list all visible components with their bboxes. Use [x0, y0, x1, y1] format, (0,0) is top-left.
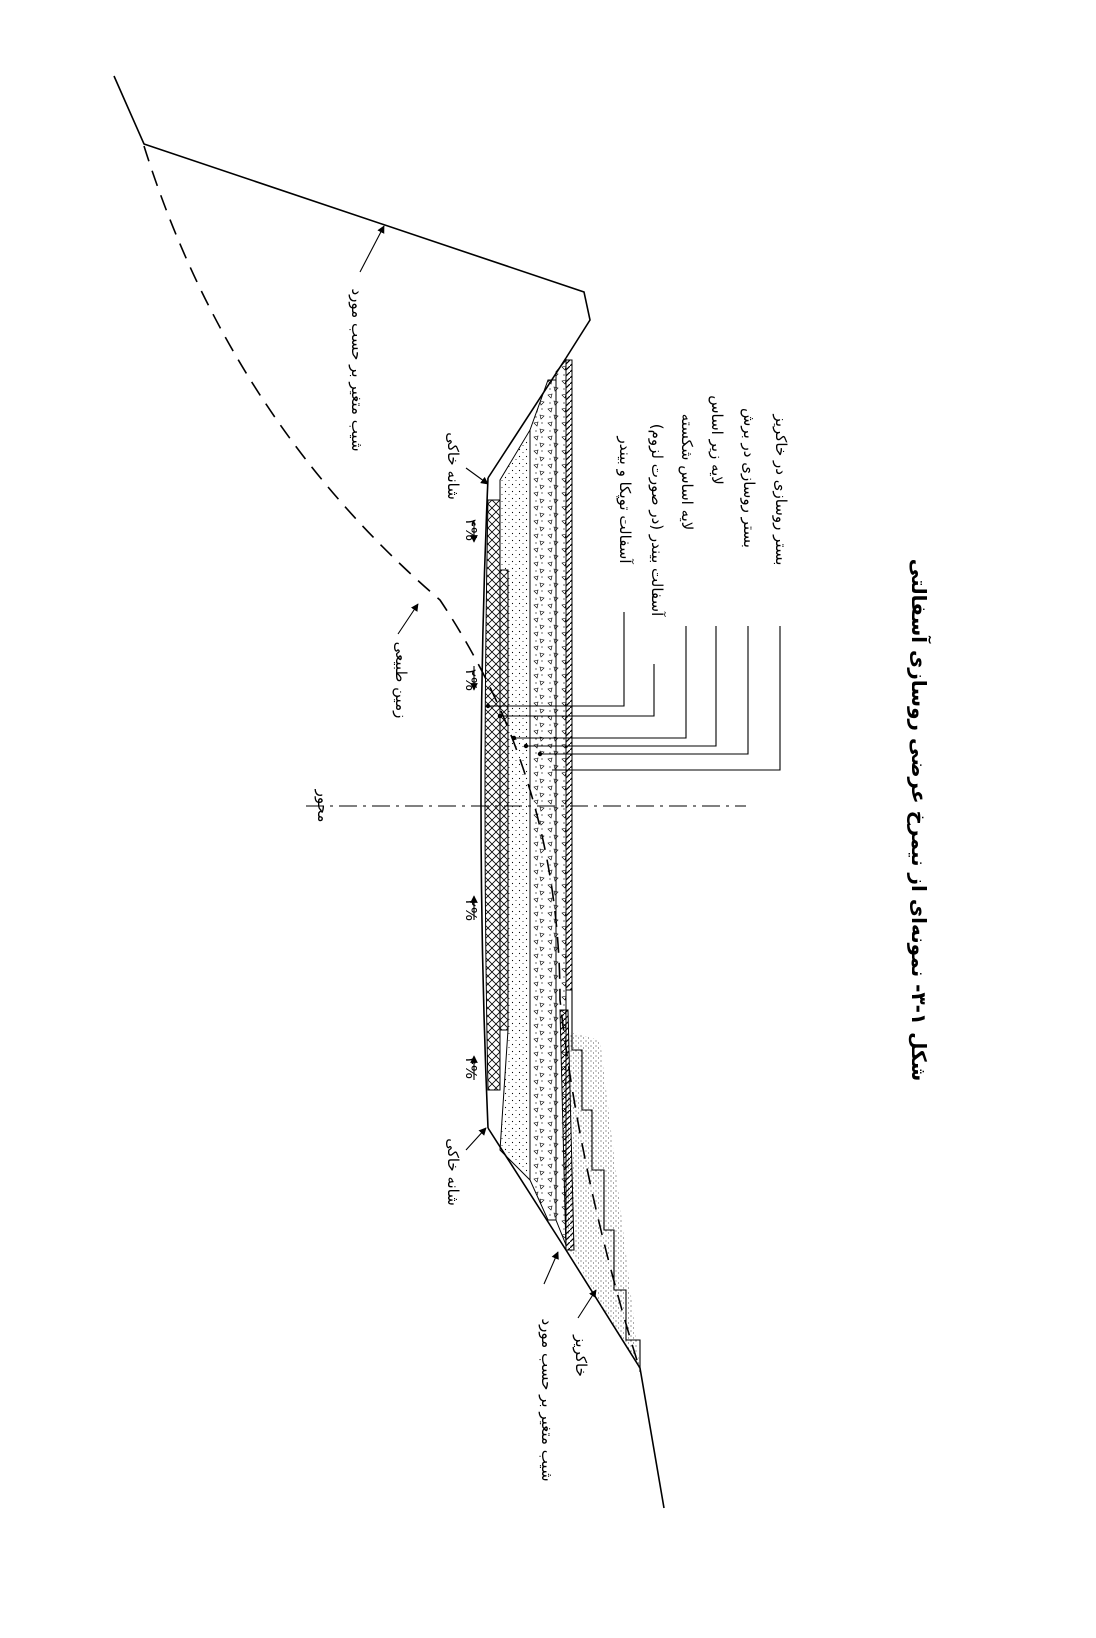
fill-slope — [565, 1249, 665, 1509]
fill-slope-leader — [543, 1251, 559, 1285]
layer-leader-1 — [485, 612, 625, 709]
grade-label-top-lane: ۲% — [462, 669, 480, 691]
grade-label-top-shoulder: ۴% — [462, 519, 480, 541]
layer-leader-5 — [537, 626, 749, 757]
layer-label-2: آسفالت بیندر (در صورت لزوم) — [648, 424, 666, 617]
cut-slope-leader — [359, 225, 385, 273]
subgrade-hatch-fill — [559, 1009, 575, 1251]
grade-label-bottom-lane: ۲% — [462, 899, 480, 921]
layer-label-4: لایه زیر اساس — [708, 395, 726, 485]
shoulder-top-leader — [465, 467, 489, 485]
subbase-layer — [529, 379, 557, 1221]
asphalt-binder-layer — [499, 569, 509, 1031]
benching-steps — [561, 972, 641, 1372]
asphalt-topeka-layer — [484, 499, 501, 1091]
fill-slope-label: شیب متغیر بر حسب مورد — [538, 1318, 556, 1481]
figure-caption: شکل ۱-۳- نمونه‌ای از نیمرخ عرضی روسازی آ… — [907, 559, 932, 1082]
layer-label-1: آسفالت توپکا و بیندر — [615, 435, 634, 564]
layer-label-3: لایه اساس شکسته — [678, 414, 696, 531]
shoulder-bottom-label: شانه خاکی — [444, 1138, 462, 1206]
centerline-label: محور — [314, 789, 332, 823]
layer-leader-4 — [523, 626, 717, 749]
layer-leader-2 — [497, 664, 655, 719]
layer-leader-6 — [552, 626, 781, 771]
shoulder-edge-top — [487, 357, 567, 479]
roadway-surface — [480, 477, 489, 1129]
shoulder-bottom-leader — [465, 1127, 487, 1151]
natural-ground-label: زمین طبیعی — [392, 642, 410, 719]
subgrade-hatch-cut — [565, 359, 573, 991]
shoulder-top-label: شانه خاکی — [444, 432, 462, 500]
shoulder-edge-bottom — [487, 1127, 567, 1251]
layer-label-6: بستر روسازی در خاکریز — [772, 414, 790, 566]
embankment-label: خاکریز — [572, 1334, 590, 1377]
cut-slope-label: شیب متغیر بر حسب مورد — [348, 288, 366, 451]
grade-label-bottom-shoulder: ۴% — [462, 1057, 480, 1079]
embankment-fill — [562, 1030, 640, 1370]
natural-ground-leader — [397, 603, 419, 635]
layer-leader-3 — [511, 626, 687, 741]
cut-slope — [113, 75, 591, 359]
embankment-leader — [577, 1289, 597, 1319]
layer-label-5: بستر روسازی در برش — [740, 408, 758, 548]
